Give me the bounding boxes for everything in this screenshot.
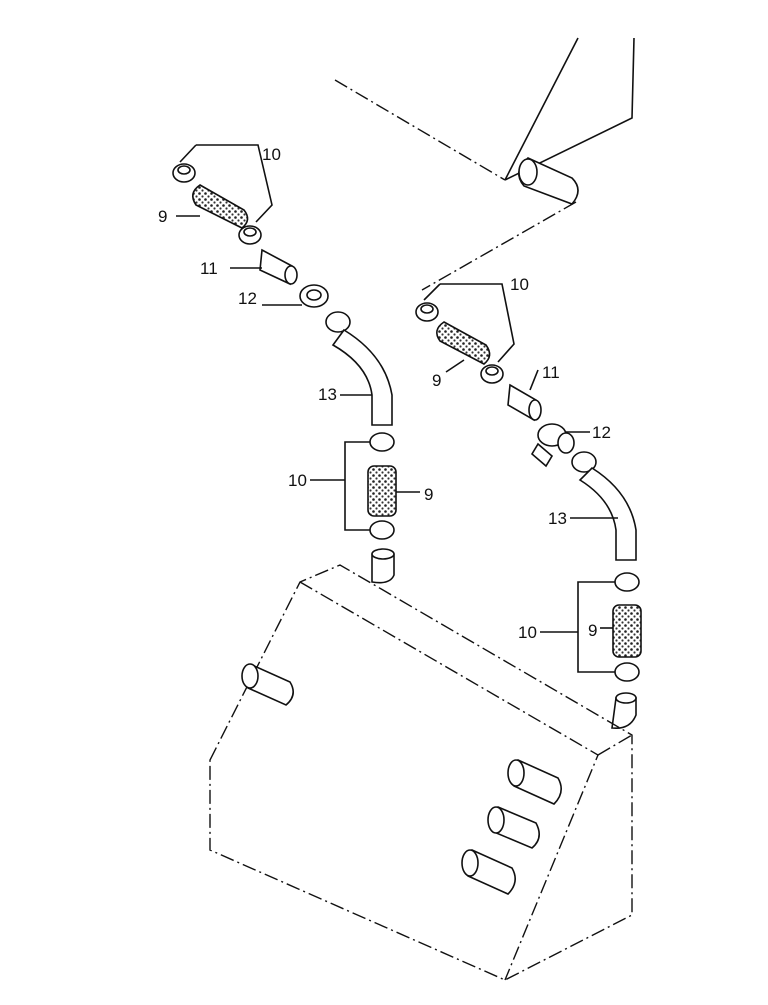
callout-left-lower-filter: 9 bbox=[424, 485, 433, 504]
left-clamp-upper bbox=[172, 163, 196, 183]
right-tank-inlet bbox=[611, 692, 637, 730]
callout-left-lower-clamp-set: 10 bbox=[288, 471, 307, 490]
leader-lines bbox=[176, 215, 618, 633]
left-hose bbox=[325, 311, 393, 426]
callout-right-hose: 13 bbox=[548, 509, 567, 528]
callout-left-clamp-set: 10 bbox=[262, 145, 281, 164]
left-adapter bbox=[299, 284, 329, 308]
right-lower-clamp-bottom bbox=[614, 662, 640, 682]
callout-labels: 10 9 11 12 13 10 9 10 9 11 12 13 10 9 bbox=[158, 145, 611, 642]
right-filter-upper bbox=[436, 321, 491, 365]
right-clamp-upper bbox=[415, 302, 439, 322]
tank-front-port-3 bbox=[461, 849, 516, 895]
callout-left-filter: 9 bbox=[158, 207, 167, 226]
right-lower-assembly bbox=[577, 572, 642, 730]
left-tank-inlet bbox=[371, 548, 395, 584]
right-upper-assembly bbox=[415, 283, 637, 561]
left-clamp-upper-2 bbox=[238, 225, 262, 245]
callout-right-adapter: 12 bbox=[592, 423, 611, 442]
left-lower-filter bbox=[367, 465, 397, 517]
right-lower-filter bbox=[612, 604, 642, 658]
callout-right-filter: 9 bbox=[432, 371, 441, 390]
callout-left-fitting: 11 bbox=[200, 259, 218, 278]
left-lower-assembly bbox=[344, 432, 397, 584]
tank-side-port bbox=[241, 663, 294, 706]
left-lower-clamp-top bbox=[369, 432, 395, 452]
left-fitting bbox=[259, 248, 298, 286]
callout-right-clamp-set: 10 bbox=[510, 275, 529, 294]
callout-right-fitting: 11 bbox=[542, 363, 560, 382]
right-hose bbox=[571, 451, 637, 561]
right-clamp-upper-2 bbox=[480, 364, 504, 384]
tank-front-port-2 bbox=[487, 806, 540, 849]
right-adapter-tee bbox=[530, 423, 575, 468]
right-fitting bbox=[507, 383, 542, 422]
upper-tank-outlet bbox=[518, 157, 579, 205]
lower-tank bbox=[209, 564, 633, 981]
callout-right-lower-filter: 9 bbox=[588, 621, 597, 640]
left-upper-assembly bbox=[172, 144, 393, 426]
callout-left-adapter: 12 bbox=[238, 289, 257, 308]
right-lower-clamp-top bbox=[614, 572, 640, 592]
left-lower-clamp-bottom bbox=[369, 520, 395, 540]
callout-right-lower-clamp-set: 10 bbox=[518, 623, 537, 642]
tank-front-port-1 bbox=[507, 759, 562, 805]
upper-tank bbox=[334, 37, 635, 291]
callout-left-hose: 13 bbox=[318, 385, 337, 404]
left-filter-upper bbox=[192, 184, 249, 229]
